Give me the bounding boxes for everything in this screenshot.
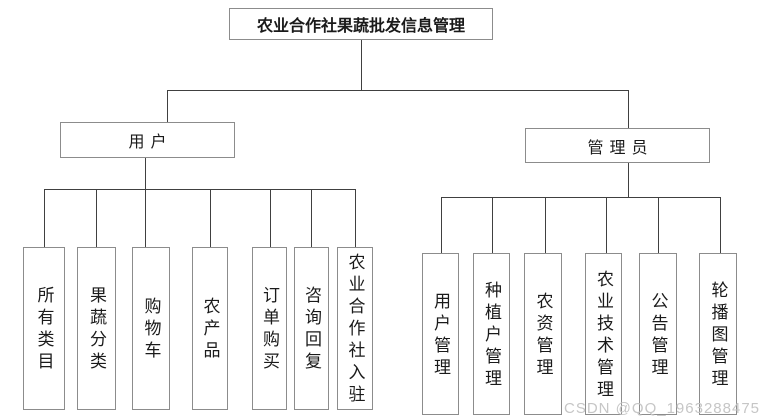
connector-leaf-drop bbox=[545, 197, 546, 253]
connector-admin-down bbox=[628, 163, 629, 197]
connector-leaf-drop bbox=[441, 197, 442, 253]
connector-leaf-drop bbox=[355, 189, 356, 247]
connector-admin-horizontal bbox=[441, 197, 721, 198]
leaf-agri-technology-management: 农业技术管理 bbox=[585, 253, 622, 415]
leaf-fruit-veg-classification: 果蔬分类 bbox=[77, 247, 116, 410]
leaf-agricultural-products: 农产品 bbox=[192, 247, 228, 410]
connector-leaf-drop bbox=[210, 189, 211, 247]
leaf-shopping-cart: 购物车 bbox=[132, 247, 170, 410]
connector-leaf-drop bbox=[44, 189, 45, 247]
leaf-carousel-management: 轮播图管理 bbox=[699, 253, 737, 415]
connector-main-horizontal bbox=[167, 90, 629, 91]
connector-leaf-drop bbox=[270, 189, 271, 247]
connector-admin-drop bbox=[628, 90, 629, 128]
leaf-agri-materials-management: 农资管理 bbox=[524, 253, 562, 415]
leaf-user-management: 用户管理 bbox=[422, 253, 459, 415]
leaf-all-categories: 所有类目 bbox=[23, 247, 65, 410]
leaf-consultation-reply: 咨询回复 bbox=[294, 247, 329, 410]
branch-node-user: 用户 bbox=[60, 122, 235, 158]
branch-node-admin: 管理员 bbox=[525, 128, 710, 163]
connector-leaf-drop bbox=[606, 197, 607, 253]
connector-leaf-drop bbox=[720, 197, 721, 253]
connector-root-drop bbox=[361, 40, 362, 90]
leaf-cooperative-entry: 农业合作社入驻 bbox=[337, 247, 373, 410]
connector-user-drop bbox=[167, 90, 168, 122]
connector-leaf-drop bbox=[658, 197, 659, 253]
connector-user-horizontal bbox=[44, 189, 356, 190]
leaf-order-purchase: 订单购买 bbox=[252, 247, 287, 410]
root-node: 农业合作社果蔬批发信息管理 bbox=[229, 8, 493, 40]
connector-leaf-drop bbox=[492, 197, 493, 253]
connector-leaf-drop bbox=[145, 189, 146, 247]
connector-leaf-drop bbox=[96, 189, 97, 247]
leaf-grower-management: 种植户管理 bbox=[473, 253, 510, 415]
connector-leaf-drop bbox=[311, 189, 312, 247]
watermark: CSDN @QQ_1963288475 bbox=[564, 400, 760, 417]
connector-user-down bbox=[145, 158, 146, 189]
leaf-announcement-management: 公告管理 bbox=[639, 253, 677, 415]
